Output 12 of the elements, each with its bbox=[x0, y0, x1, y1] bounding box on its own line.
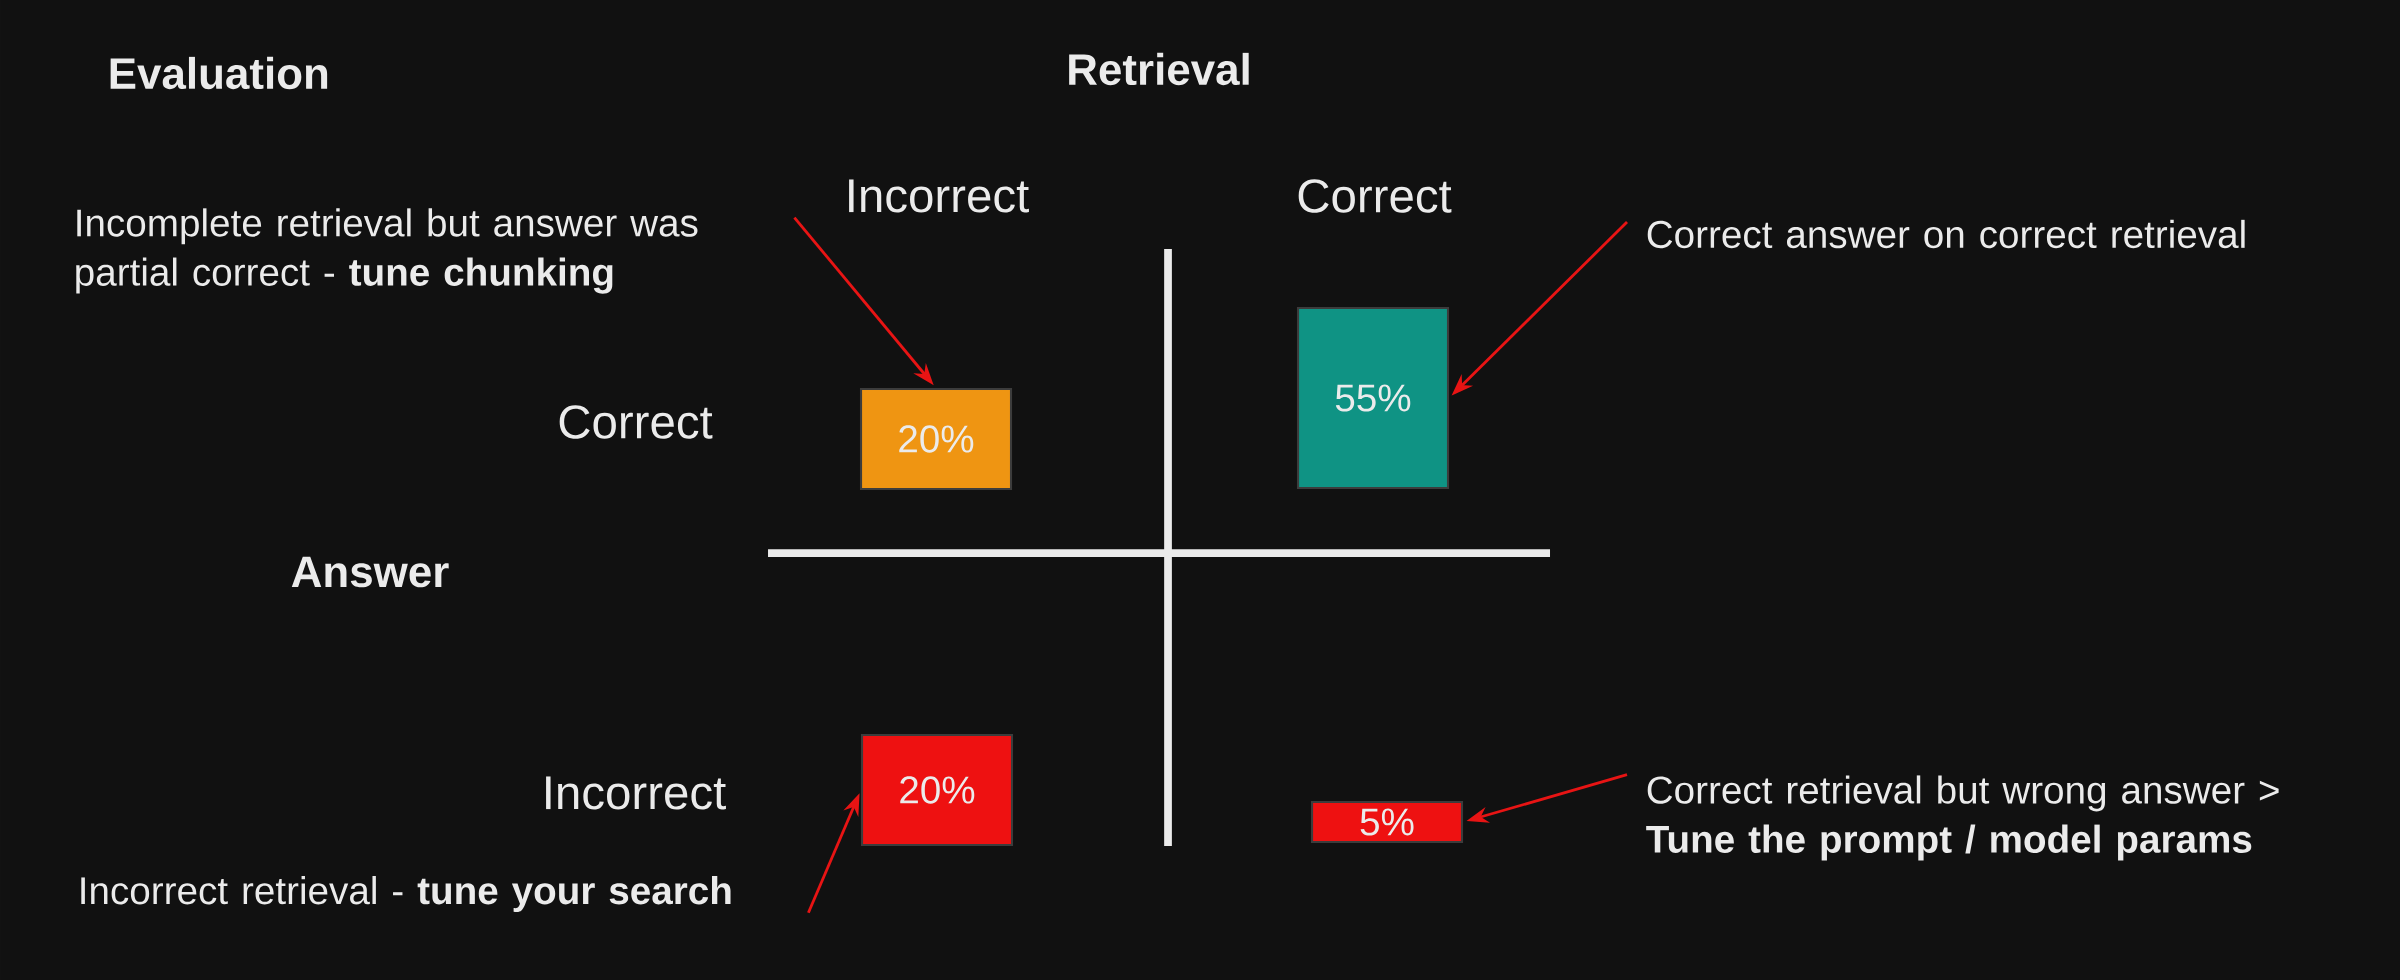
axis-label: Incorrect bbox=[849, 179, 1029, 213]
annotation-text: Incorrect retrieval - tune your search bbox=[81, 876, 731, 912]
annotation-text: Incomplete retrieval but answer was partial correct - tune chunking bbox=[76, 208, 698, 294]
percentage-box: 55% bbox=[1296, 306, 1450, 490]
percentage-box: 20% bbox=[860, 733, 1014, 847]
heading: Evaluation bbox=[110, 56, 328, 90]
heading: Answer bbox=[291, 556, 449, 588]
annotation-text: Correct answer on correct retrieval bbox=[1647, 219, 2245, 249]
heading: Retrieval bbox=[1069, 52, 1249, 86]
percentage-box: 5% bbox=[1310, 800, 1464, 844]
annotation-text: Correct retrieval but wrong answer > Tune the prompt / model params bbox=[1646, 775, 2279, 861]
percentage-box: 20% bbox=[859, 387, 1013, 491]
